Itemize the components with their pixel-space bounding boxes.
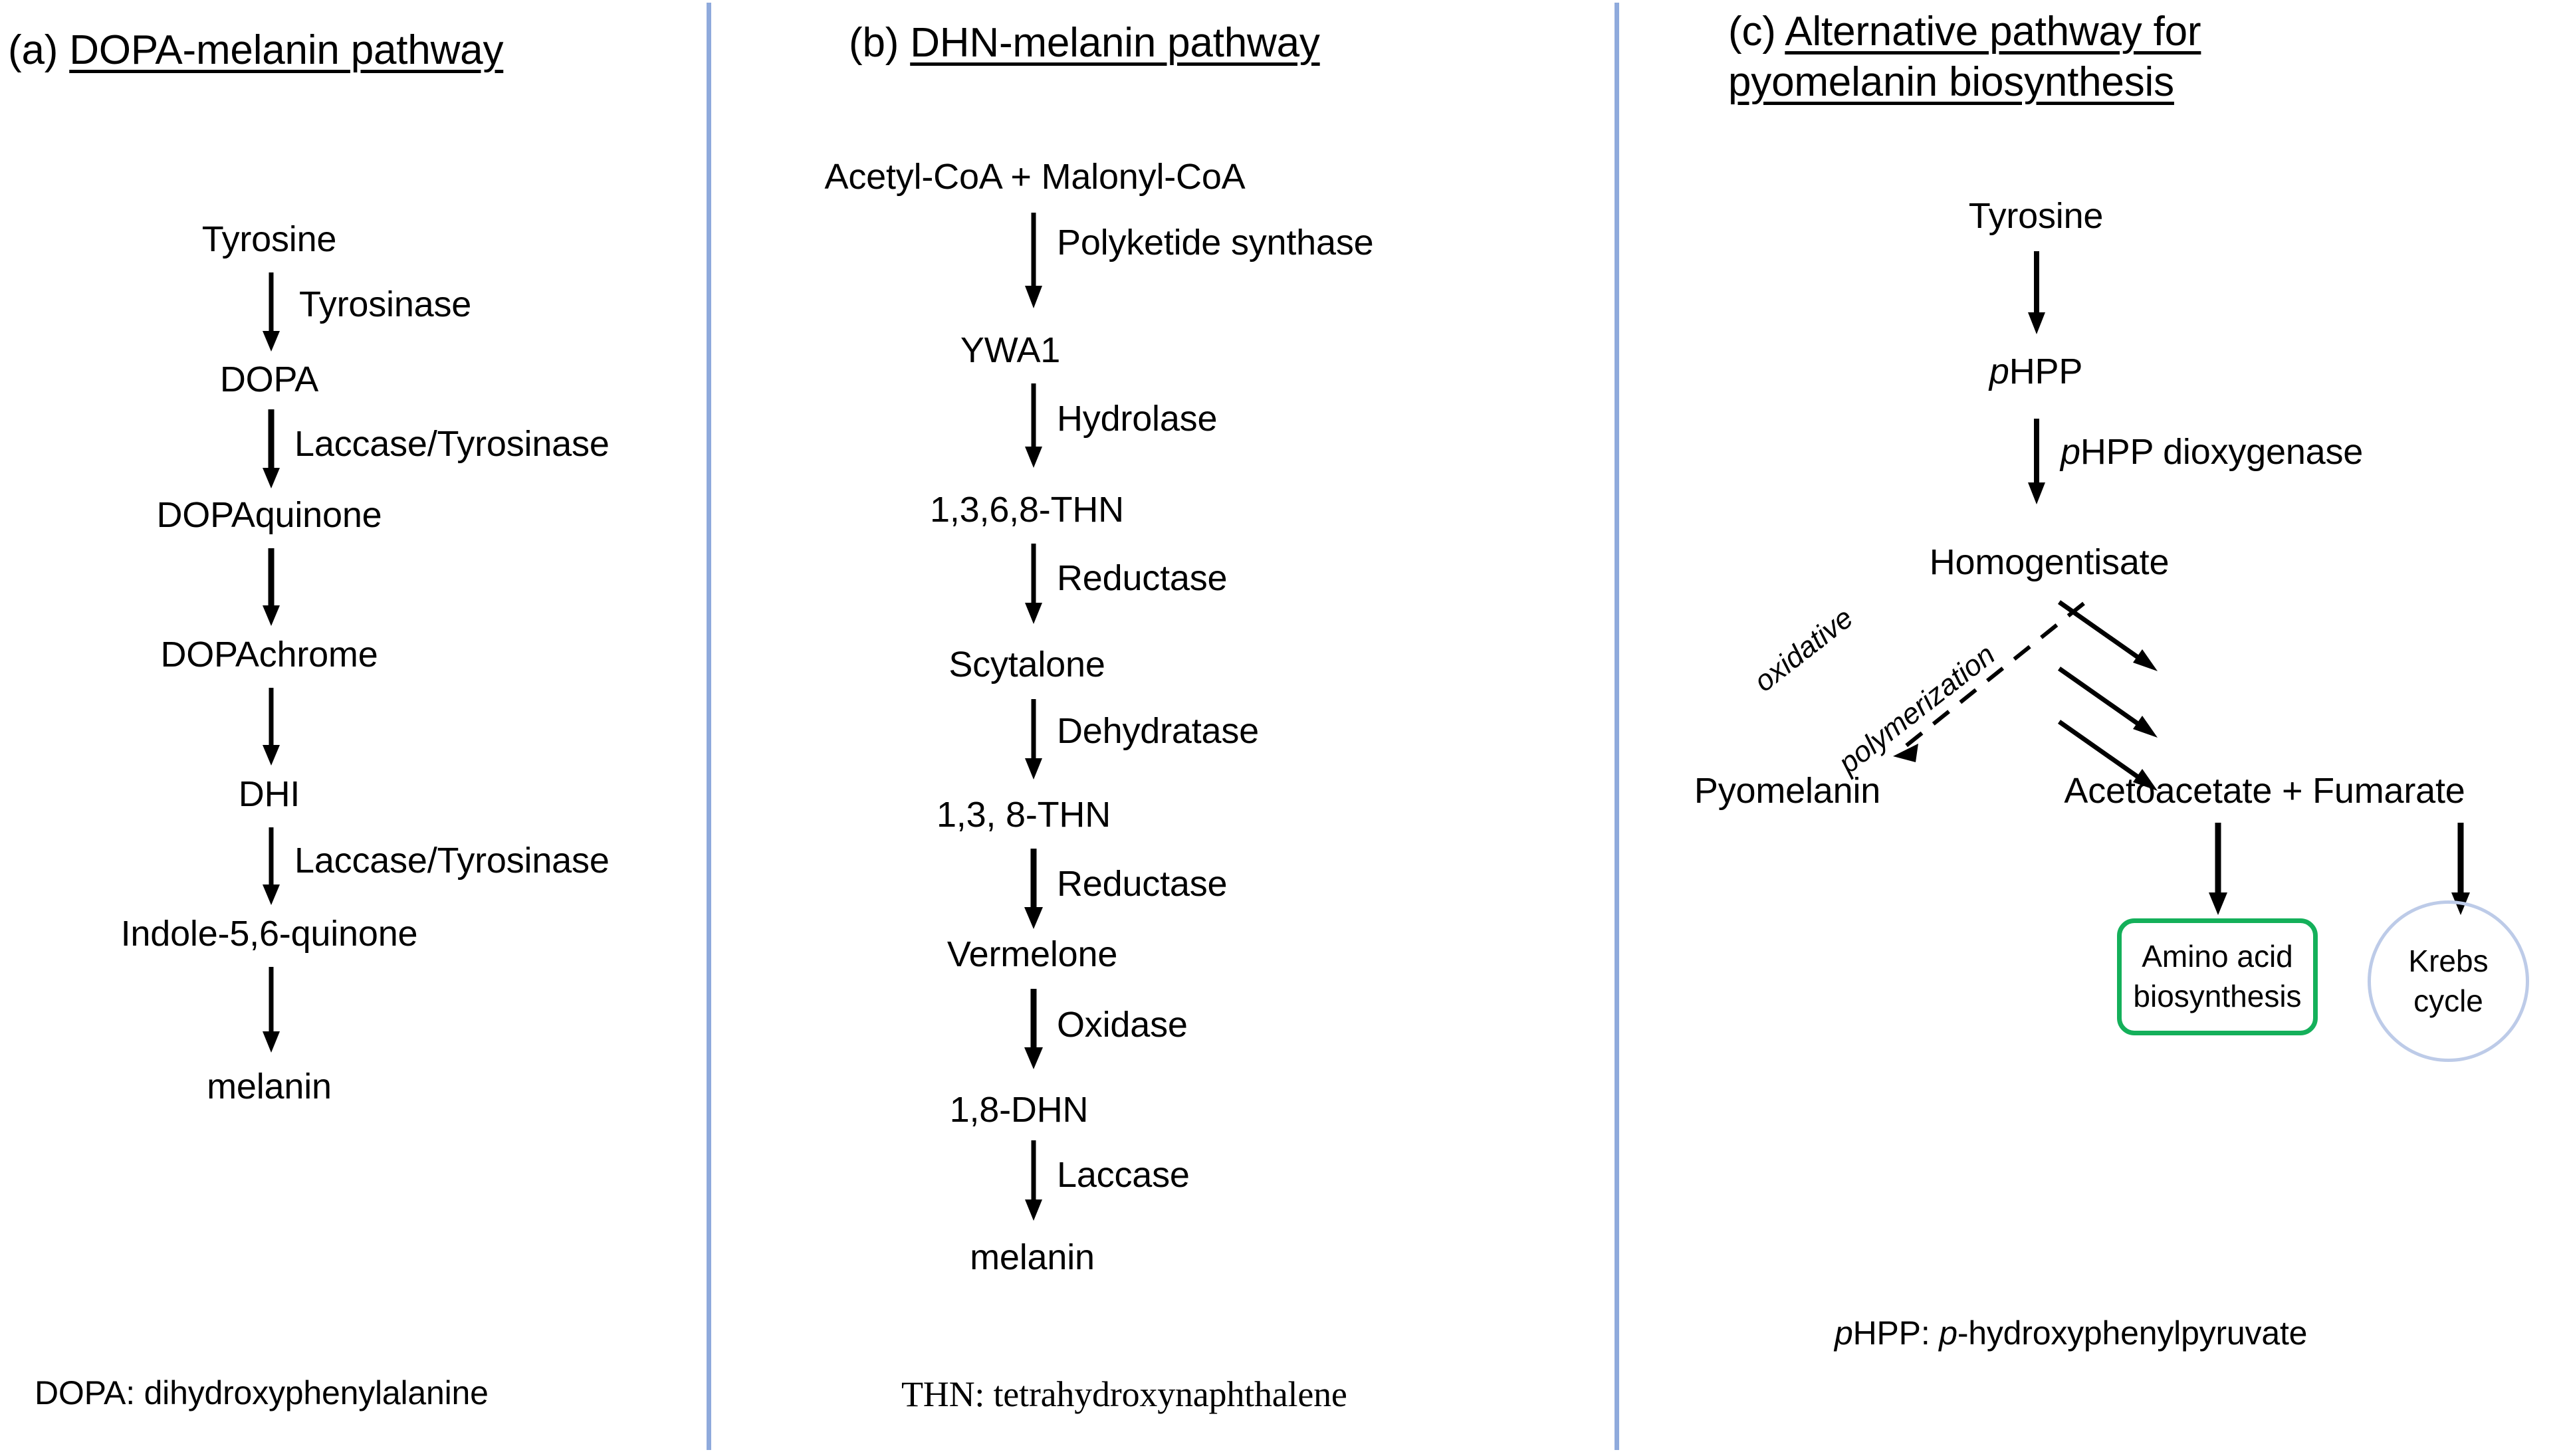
enzyme-b-oxidase: Oxidase	[1057, 1005, 1188, 1045]
panel-a-label: (a)	[8, 27, 58, 73]
arrow-b-7	[1020, 1140, 1047, 1221]
node-c-phpp: pHPP	[1989, 352, 2082, 391]
node-c-phpp-italic-p: p	[1989, 352, 2009, 391]
panel-c-footnote-italic-p-2: p	[1939, 1314, 1957, 1352]
arrow-a-1	[258, 272, 284, 352]
arrow-c-to-amino-acid-biosynthesis	[2205, 823, 2231, 916]
panel-c-label: (c)	[1728, 9, 1776, 54]
enzyme-c-dioxygenase-rest: HPP dioxygenase	[2080, 432, 2364, 472]
enzyme-b-laccase: Laccase	[1057, 1155, 1190, 1195]
arrow-a-6	[258, 967, 284, 1053]
panel-b-footnote-line-1: THN: tetrahydroxynaphthalene	[901, 1374, 1347, 1415]
node-a-tyrosine: Tyrosine	[201, 219, 337, 259]
panel-c-footnote-mid: HPP:	[1852, 1314, 1940, 1352]
node-c-phpp-rest: HPP	[2009, 352, 2083, 391]
panel-c-footnote-rest: -hydroxyphenylpyruvate	[1957, 1314, 2308, 1352]
panel-b-label: (b)	[849, 20, 899, 66]
node-c-tyrosine: Tyrosine	[1968, 196, 2104, 236]
arrow-a-5	[258, 827, 284, 906]
enzyme-a-laccase-tyrosinase-1: Laccase/Tyrosinase	[294, 424, 610, 464]
panel-a-footnote: DOPA: dihydroxyphenylalanine DHI: 5,6- d…	[35, 1322, 489, 1456]
arrow-c-branch-right-1	[2054, 598, 2180, 684]
enzyme-b-dehydratase: Dehydratase	[1057, 711, 1259, 751]
arrow-c-dashed-oxidative-polymerization	[1861, 598, 2087, 764]
shape-krebs-cycle: Krebs cycle	[2368, 900, 2529, 1062]
shape-amino-acid-biosynthesis-label: Amino acid biosynthesis	[2133, 939, 2302, 1013]
panel-divider-b-c	[1615, 3, 1619, 1450]
shape-amino-acid-biosynthesis: Amino acid biosynthesis	[2117, 918, 2318, 1035]
panel-c-title-line-1: Alternative pathway for	[1785, 9, 2201, 54]
node-b-vermelone: Vermelone	[947, 934, 1118, 974]
enzyme-b-reductase-1: Reductase	[1057, 558, 1228, 598]
panel-c-footnote: pHPP: p-hydroxyphenylpyruvate	[1835, 1263, 2307, 1357]
node-b-acetyl-malonyl-coa: Acetyl-CoA + Malonyl-CoA	[824, 157, 1246, 197]
shape-krebs-cycle-label: Krebs cycle	[2408, 943, 2489, 1018]
node-b-ywa1: YWA1	[960, 330, 1061, 370]
enzyme-c-dioxygenase-italic-p: p	[2061, 432, 2080, 472]
arrow-c-phpp-to-homogentisate	[2023, 419, 2050, 505]
node-c-pyomelanin: Pyomelanin	[1694, 771, 1881, 811]
node-a-dhi: DHI	[238, 774, 300, 814]
node-b-1368-thn: 1,3,6,8-THN	[930, 490, 1124, 530]
enzyme-b-polyketide-synthase: Polyketide synthase	[1057, 223, 1374, 262]
arrow-c-branch-right-2	[2054, 665, 2180, 751]
panel-c-title-line-2: pyomelanin biosynthesis	[1728, 58, 2174, 105]
node-b-18-dhn: 1,8-DHN	[949, 1090, 1089, 1130]
node-a-dopachrome: DOPAchrome	[160, 635, 378, 675]
panel-c-title: (c) Alternative pathway for pyomelanin b…	[1728, 7, 2201, 107]
panel-a-title-text: DOPA-melanin pathway	[69, 27, 504, 73]
node-b-13-8-thn: 1,3, 8-THN	[936, 795, 1111, 835]
enzyme-a-tyrosinase: Tyrosinase	[299, 284, 472, 324]
arrow-b-5	[1020, 849, 1047, 930]
panel-c-footnote-italic-p-1: p	[1835, 1314, 1853, 1352]
panel-b-title-text: DHN-melanin pathway	[910, 20, 1320, 66]
arrow-c-branch-right-3	[2054, 718, 2180, 804]
arrow-b-4	[1020, 699, 1047, 780]
arrow-b-3	[1020, 544, 1047, 625]
panel-a-footnote-line-1: DOPA: dihydroxyphenylalanine	[35, 1374, 489, 1411]
node-c-homogentisate: Homogentisate	[1929, 542, 2170, 582]
arrow-b-2	[1020, 383, 1047, 468]
node-a-dopa: DOPA	[219, 360, 319, 399]
arrow-b-6	[1020, 989, 1047, 1070]
node-c-acetoacetate-fumarate: Acetoacetate + Fumarate	[2064, 771, 2465, 811]
enzyme-a-laccase-tyrosinase-2: Laccase/Tyrosinase	[294, 841, 610, 881]
arrow-a-3	[258, 548, 284, 627]
branch-label-oxidative: oxidative	[1748, 601, 1860, 698]
panel-b-footnote: THN: tetrahydroxynaphthalene DHN: dihydr…	[901, 1324, 1347, 1456]
arrow-a-4	[258, 688, 284, 766]
enzyme-b-hydrolase: Hydrolase	[1057, 399, 1218, 439]
node-b-scytalone: Scytalone	[949, 645, 1105, 684]
panel-b-title: (b) DHN-melanin pathway	[849, 18, 1320, 68]
enzyme-b-reductase-2: Reductase	[1057, 864, 1228, 904]
enzyme-c-phpp-dioxygenase: pHPP dioxygenase	[2061, 432, 2363, 472]
node-a-melanin: melanin	[207, 1067, 332, 1106]
arrow-a-2	[258, 409, 284, 489]
panel-a-title: (a) DOPA-melanin pathway	[8, 25, 503, 76]
arrow-c-tyrosine-to-phpp	[2023, 251, 2050, 335]
node-b-melanin: melanin	[970, 1237, 1095, 1277]
node-a-indole-quinone: Indole-5,6-quinone	[120, 914, 418, 954]
arrow-b-1	[1020, 213, 1047, 309]
panel-divider-a-b	[707, 3, 711, 1450]
node-a-dopaquinone: DOPAquinone	[156, 495, 382, 535]
